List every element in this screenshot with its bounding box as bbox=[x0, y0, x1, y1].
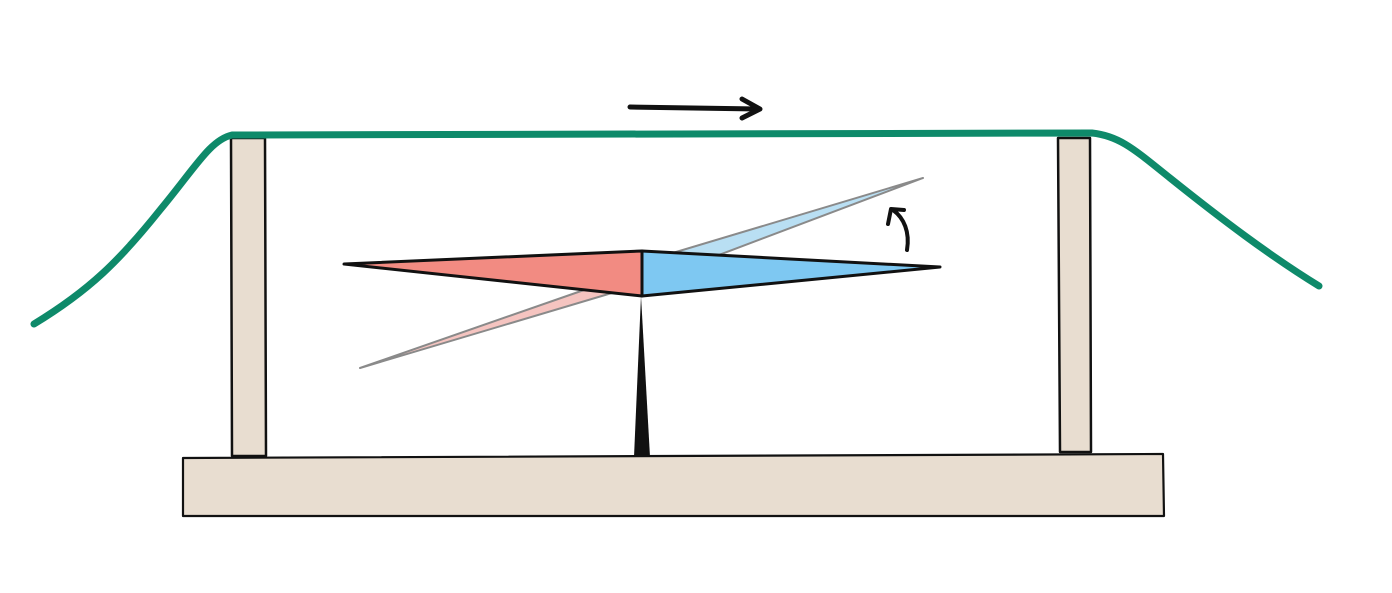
rotated-needle-red-half bbox=[359, 283, 643, 369]
right-post bbox=[1056, 136, 1093, 454]
wire bbox=[30, 129, 1323, 328]
pivot-stand bbox=[634, 296, 650, 457]
needle-blue-half bbox=[640, 249, 942, 298]
curved-arrow-icon bbox=[886, 207, 910, 252]
right-arrow-icon bbox=[627, 96, 763, 121]
base-board bbox=[181, 452, 1166, 518]
needle-red-half bbox=[342, 249, 644, 298]
left-post bbox=[229, 136, 268, 458]
